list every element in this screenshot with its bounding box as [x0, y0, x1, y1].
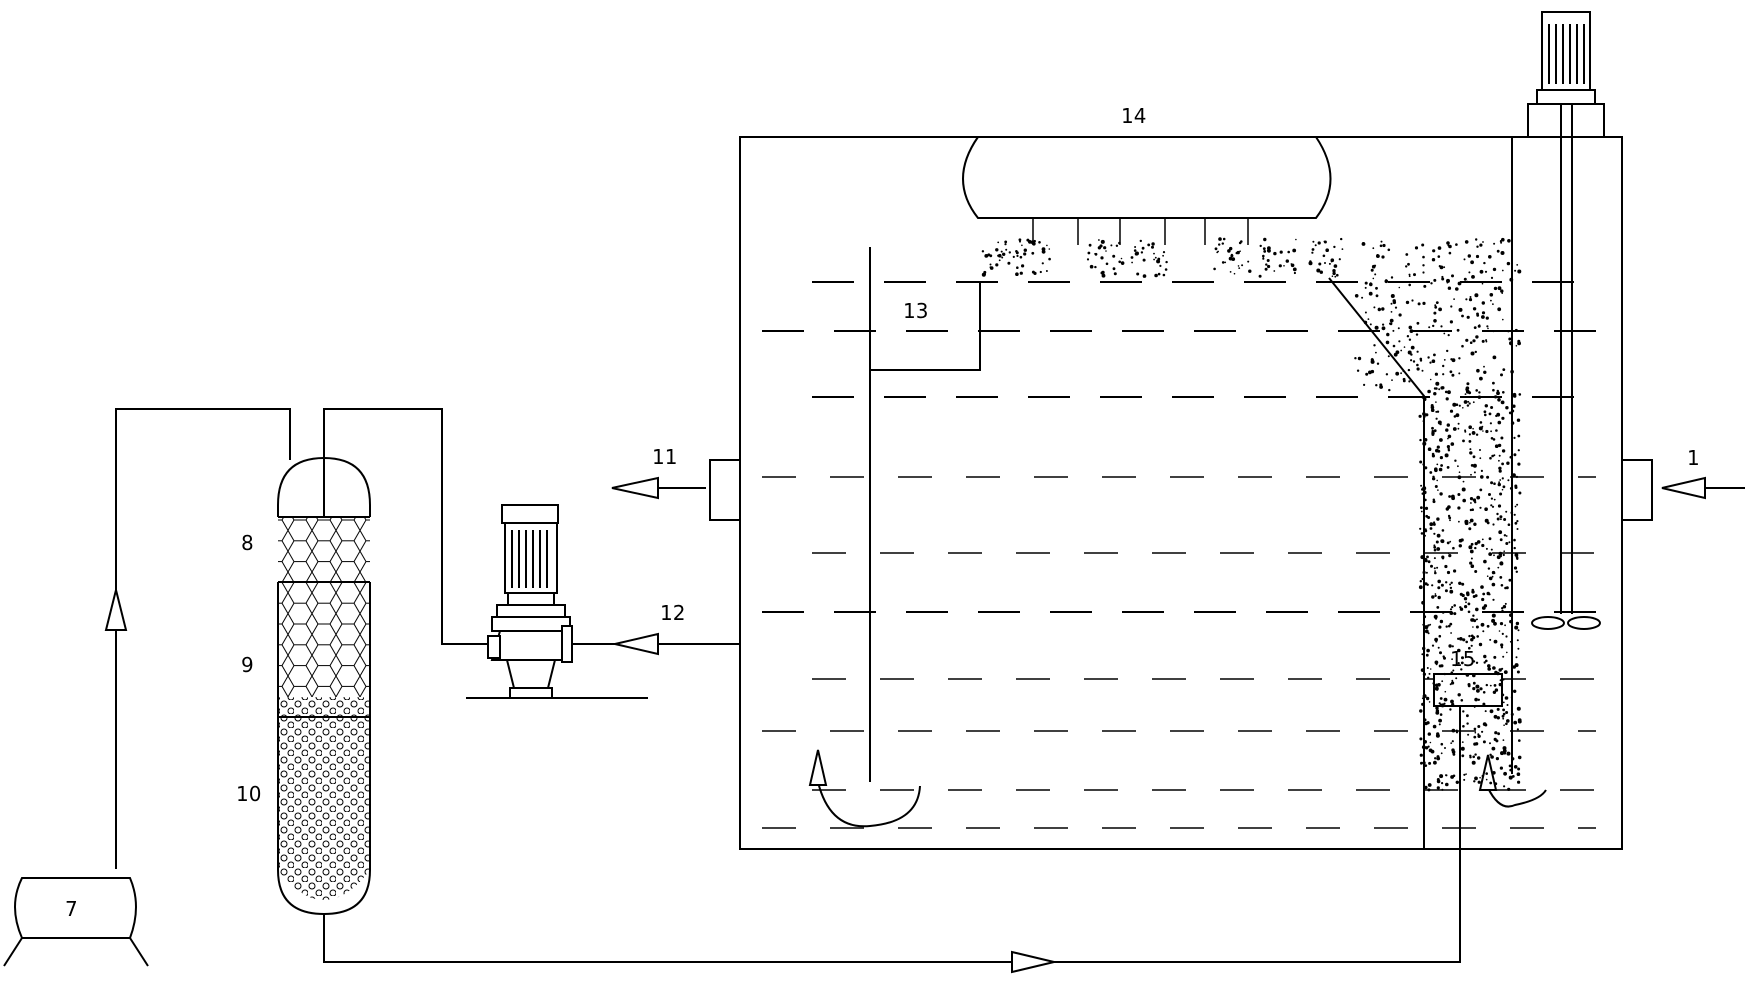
label-8: 8 [241, 531, 254, 555]
circulation-arrow-right [1478, 754, 1547, 808]
aerator-15 [1433, 673, 1503, 707]
tank-wall [739, 136, 1623, 850]
label-12: 12 [660, 601, 685, 625]
air-bubbles [981, 237, 1522, 792]
bottom-return-arrow [1011, 950, 1055, 974]
label-7: 7 [65, 897, 78, 921]
partition-wall [1328, 277, 1425, 849]
gas-arrow [104, 589, 128, 631]
inflow-arrow-1 [1661, 476, 1745, 500]
vessel-7 [3, 877, 149, 967]
line-12 [570, 632, 740, 656]
label-9: 9 [241, 653, 254, 677]
label-1: 1 [1687, 446, 1700, 470]
water-lines [762, 281, 1596, 829]
reaction-tank [709, 11, 1653, 850]
label-15: 15 [1450, 647, 1475, 671]
agitator [1511, 11, 1605, 774]
bottom-return-pipe [323, 706, 1461, 963]
label-10: 10 [236, 782, 261, 806]
label-14: 14 [1121, 104, 1146, 128]
diffuser-header-14 [962, 136, 1332, 245]
label-13: 13 [903, 299, 928, 323]
circulation-arrow-left [808, 749, 921, 828]
outlet-nozzle-11 [709, 459, 741, 521]
pipe-13 [870, 282, 981, 371]
pump-to-column-pipe [323, 408, 488, 645]
pump [466, 504, 648, 699]
inlet-nozzle-1 [1621, 459, 1653, 521]
label-11: 11 [652, 445, 677, 469]
outflow-arrow-11 [611, 476, 706, 500]
gas-line-to-7 [115, 408, 291, 869]
packed-column [277, 456, 371, 916]
